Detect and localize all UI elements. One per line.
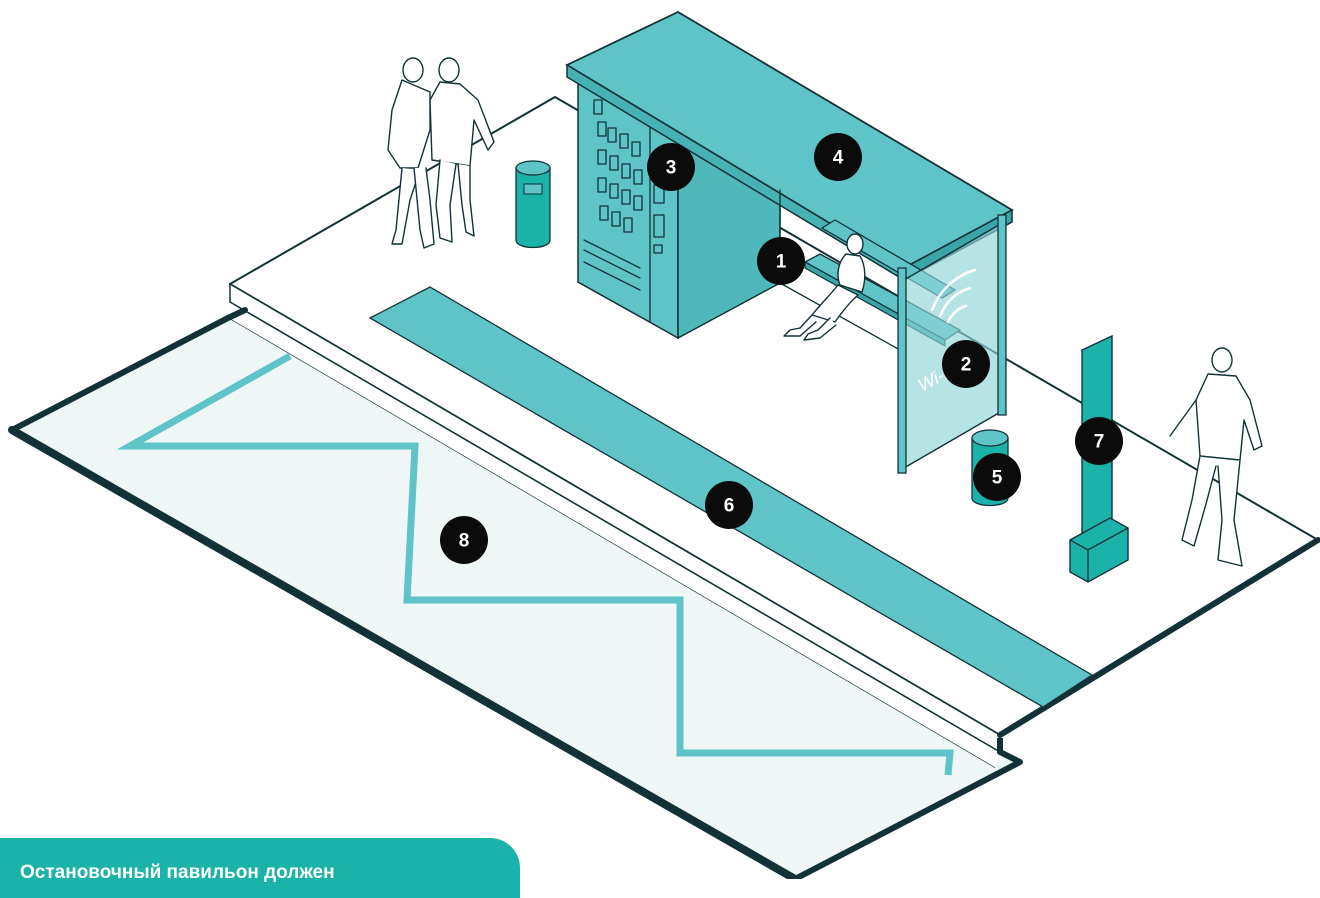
marker-label: 5 xyxy=(992,468,1003,489)
marker-label: 2 xyxy=(961,355,972,376)
marker-1: 1 xyxy=(757,237,805,285)
marker-label: 3 xyxy=(666,158,677,179)
marker-label: 4 xyxy=(833,148,844,169)
marker-label: 6 xyxy=(724,496,735,517)
marker-7: 7 xyxy=(1075,417,1123,465)
marker-2: 2 xyxy=(942,340,990,388)
marker-label: 7 xyxy=(1094,432,1105,453)
marker-label: 8 xyxy=(459,531,470,552)
marker-6: 6 xyxy=(705,481,753,529)
trash-bin-left xyxy=(516,161,550,248)
marker-8: 8 xyxy=(440,516,488,564)
caption-banner: Остановочный павильон должен xyxy=(0,838,520,898)
marker-3: 3 xyxy=(647,143,695,191)
marker-4: 4 xyxy=(814,133,862,181)
caption-text: Остановочный павильон должен xyxy=(20,862,335,883)
marker-label: 1 xyxy=(776,252,787,273)
marker-5: 5 xyxy=(973,453,1021,501)
